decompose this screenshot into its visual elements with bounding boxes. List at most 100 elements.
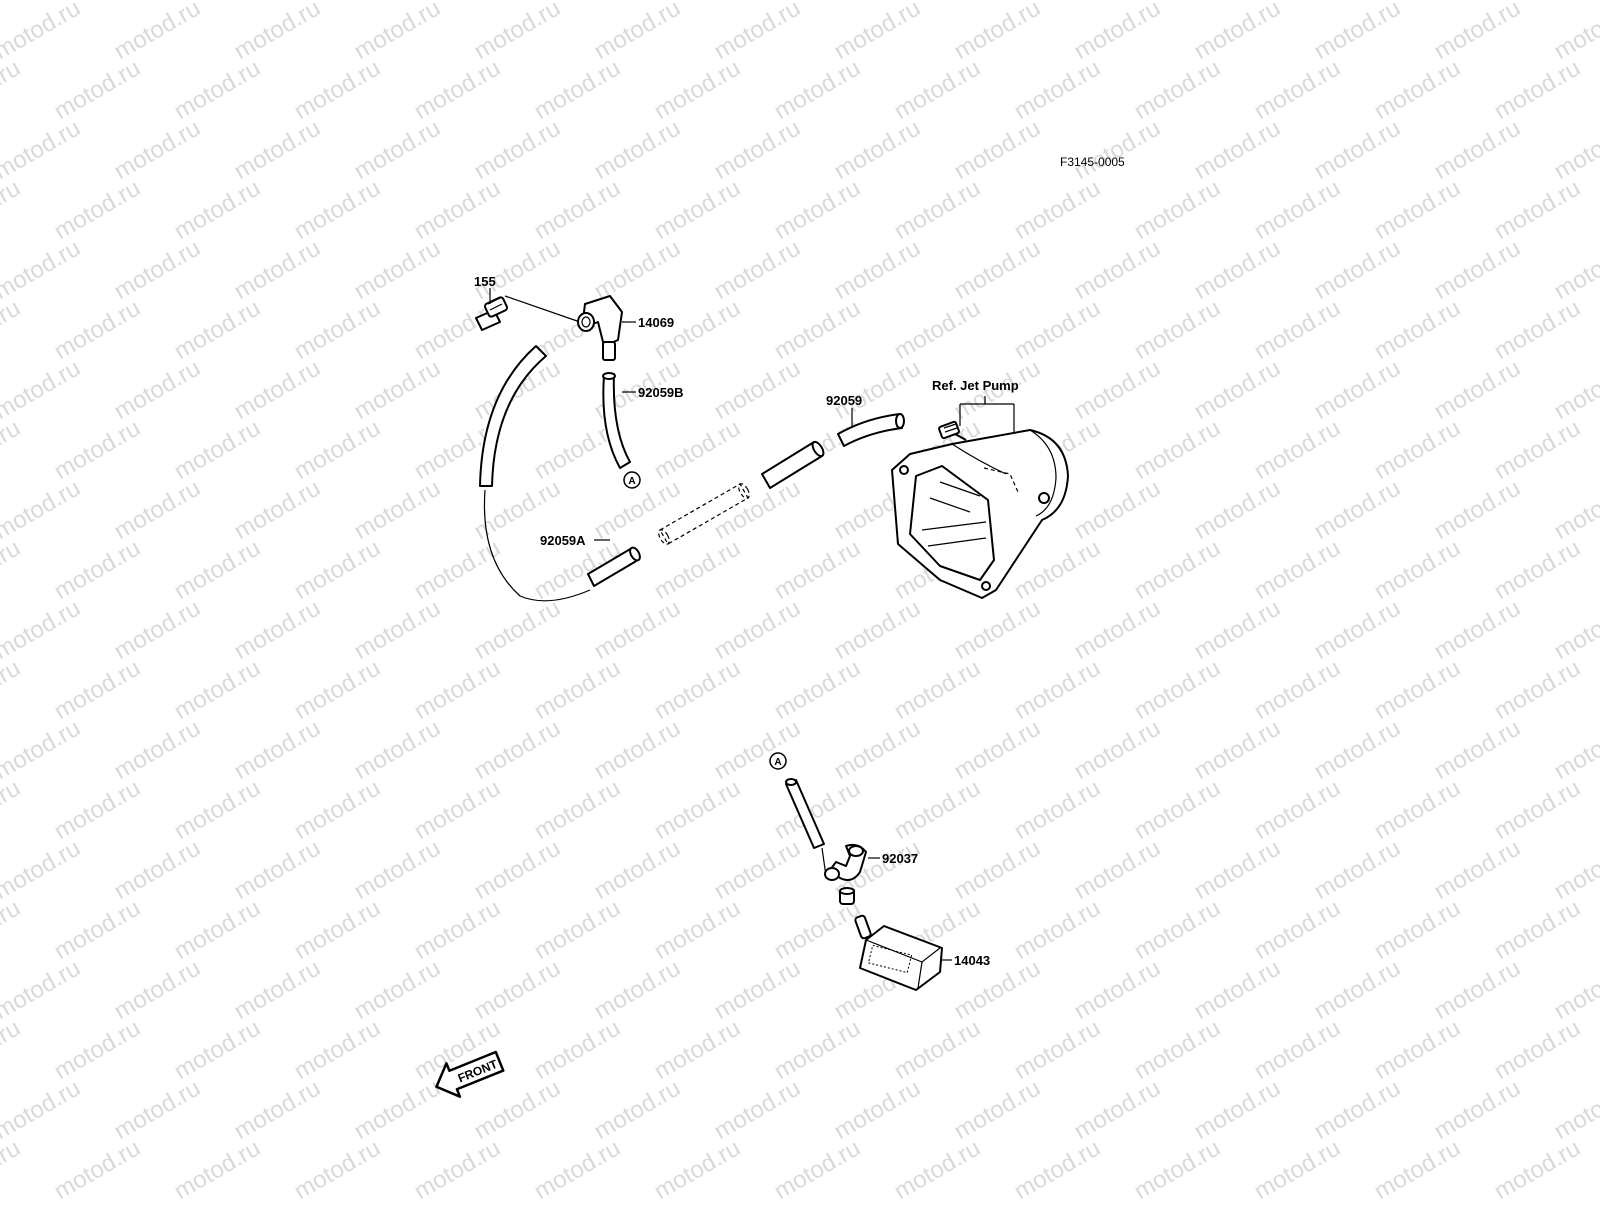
watermark-text: motod.ru [1430,474,1526,545]
watermark-text: motod.ru [1370,174,1466,245]
watermark-text: motod.ru [470,714,566,785]
watermark-text: motod.ru [1370,54,1466,125]
watermark-text: motod.ru [290,1014,386,1085]
watermark-text: motod.ru [170,534,266,605]
watermark-text: motod.ru [1430,114,1526,185]
watermark-text: motod.ru [890,174,986,245]
watermark-text: motod.ru [1070,954,1166,1025]
watermark-text: motod.ru [290,894,386,965]
watermark-text: motod.ru [1310,1074,1406,1145]
watermark-text: motod.ru [530,774,626,845]
watermark-text: motod.ru [1430,234,1526,305]
watermark-text: motod.ru [1370,654,1466,725]
watermark-text: motod.ru [950,714,1046,785]
watermark-text: motod.ru [770,294,866,365]
watermark-text: motod.ru [770,654,866,725]
watermark-text: motod.ru [0,114,85,185]
watermark-text: motod.ru [1430,1074,1526,1145]
watermark-text: motod.ru [290,1134,386,1200]
watermark-text: motod.ru [170,294,266,365]
watermark-text: motod.ru [710,954,806,1025]
watermark-text: motod.ru [230,0,326,65]
watermark-text: motod.ru [470,0,566,65]
watermark-text: motod.ru [1310,474,1406,545]
watermark-text: motod.ru [1250,54,1346,125]
watermark-text: motod.ru [830,1194,926,1200]
label-14043: 14043 [954,953,990,968]
watermark-text: motod.ru [290,654,386,725]
watermark-text: motod.ru [230,714,326,785]
watermark-text: motod.ru [50,294,146,365]
watermark-text: motod.ru [1250,894,1346,965]
watermark-text: motod.ru [1010,894,1106,965]
watermark-text: motod.ru [0,654,25,725]
leader-155-to-14069 [505,296,580,322]
watermark-text: motod.ru [350,714,446,785]
watermark-text: motod.ru [1190,0,1286,65]
watermark-text: motod.ru [350,954,446,1025]
watermark-text: motod.ru [1070,1194,1166,1200]
watermark-text: motod.ru [50,54,146,125]
watermark-text: motod.ru [950,594,1046,665]
watermark-text: motod.ru [230,114,326,185]
watermark-text: motod.ru [770,534,866,605]
watermark-text: motod.ru [50,414,146,485]
watermark-text: motod.ru [950,1194,1046,1200]
watermark-text: motod.ru [950,834,1046,905]
watermark-text: motod.ru [1010,774,1106,845]
watermark-text: motod.ru [890,1134,986,1200]
watermark-text: motod.ru [0,834,85,905]
watermark-text: motod.ru [1430,954,1526,1025]
watermark-text: motod.ru [230,354,326,425]
watermark-text: motod.ru [470,954,566,1025]
watermark-text: motod.ru [290,414,386,485]
watermark-text: motod.ru [1010,54,1106,125]
watermark-text: motod.ru [650,1134,746,1200]
watermark-text: motod.ru [1130,1014,1226,1085]
watermark-text: motod.ru [1070,714,1166,785]
watermark-text: motod.ru [1010,294,1106,365]
watermark-text: motod.ru [950,234,1046,305]
watermark-text: motod.ru [1370,1014,1466,1085]
watermark-text: motod.ru [710,1194,806,1200]
watermark-text: motod.ru [1310,714,1406,785]
watermark-text: motod.ru [0,0,25,5]
watermark-text: motod.ru [830,1074,926,1145]
watermark-text: motod.ru [1370,534,1466,605]
watermark-text: motod.ru [0,594,85,665]
watermark-text: motod.ru [710,594,806,665]
watermark-text: motod.ru [230,234,326,305]
watermark-text: motod.ru [50,774,146,845]
watermark-text: motod.ru [350,474,446,545]
watermark-text: motod.ru [1310,834,1406,905]
watermark-text: motod.ru [1190,594,1286,665]
watermark-text: motod.ru [1310,954,1406,1025]
watermark-text: motod.ru [0,954,85,1025]
watermark-text: motod.ru [830,114,926,185]
watermark-text: motod.ru [1370,294,1466,365]
watermark-text: motod.ru [590,714,686,785]
watermark-text: motod.ru [590,0,686,65]
watermark-text: motod.ru [1190,834,1286,905]
watermark-text: motod.ru [1490,1014,1586,1085]
watermark-text: motod.ru [170,174,266,245]
watermark-text: motod.ru [1550,954,1600,1025]
watermark-text: motod.ru [1010,654,1106,725]
watermark-text: motod.ru [1250,534,1346,605]
watermark-text: motod.ru [650,54,746,125]
watermark-text: motod.ru [1310,1194,1406,1200]
watermark-text: motod.ru [950,1074,1046,1145]
watermark-text: motod.ru [530,894,626,965]
watermark-text: motod.ru [590,234,686,305]
label-92059: 92059 [826,393,862,408]
watermark-text: motod.ru [1250,1134,1346,1200]
watermark-text: motod.ru [230,954,326,1025]
watermark-text: motod.ru [1070,0,1166,65]
watermark-text: motod.ru [350,594,446,665]
watermark-text: motod.ru [230,834,326,905]
watermark-text: motod.ru [530,174,626,245]
watermark-text: motod.ru [1490,654,1586,725]
watermark-text: motod.ru [1010,1134,1106,1200]
